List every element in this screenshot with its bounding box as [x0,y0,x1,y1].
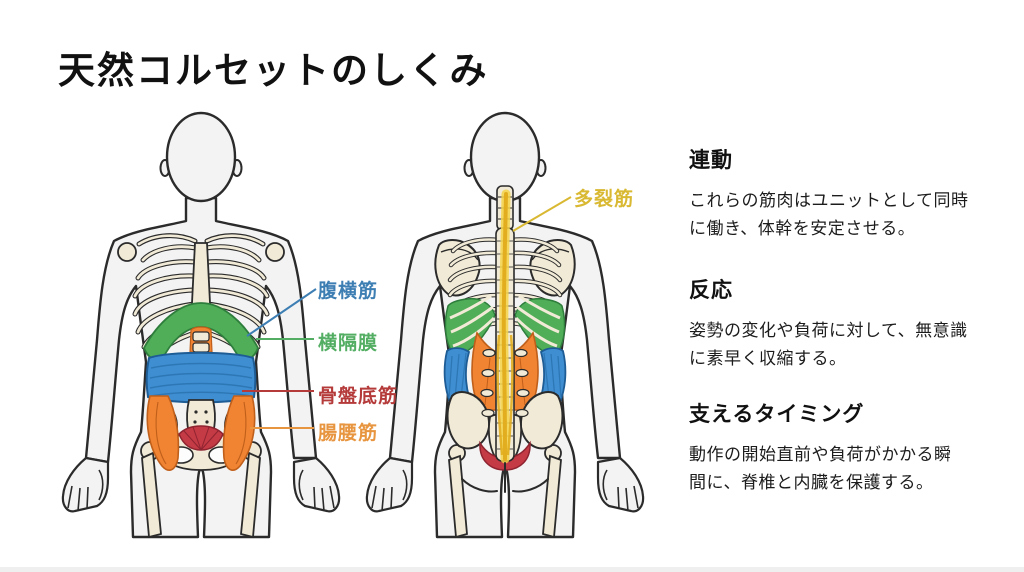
section-response: 反応 姿勢の変化や負荷に対して、無意識 に素早く収縮する。 [689,274,1019,373]
page-title: 天然コルセットのしくみ [58,50,489,91]
section-support-timing-line-1: 動作の開始直前や負荷がかかる瞬 [689,445,952,464]
section-support-timing-heading: 支えるタイミング [689,403,865,426]
label-pelvic-floor: 骨盤底筋 [318,386,399,407]
pelvic-floor-front [178,425,224,451]
section-response-line-1: 姿勢の変化や負荷に対して、無意識 [689,321,968,340]
transverse-abdominis-band [145,351,257,404]
leader-lines [242,196,572,429]
section-linkage-heading: 連動 [689,149,733,172]
bottom-edge-artifact [0,567,1024,572]
leader-multifidus [512,196,572,232]
front-femur-bones [140,441,262,539]
section-linkage-line-2: に働き、体幹を安定させる。 [689,219,916,238]
section-support-timing-line-2: 間に、脊椎と内臓を保護する。 [689,473,934,492]
multifidus-strip [496,189,514,464]
leader-transverse-abdominis [246,288,317,337]
section-response-line-2: に素早く収縮する。 [689,349,847,368]
label-transverse-abdominis: 腹横筋 [318,281,379,302]
back-figure-illustration [365,111,645,539]
front-figure-illustration [61,111,341,539]
label-iliopsoas: 腸腰筋 [318,423,379,444]
section-linkage-line-1: これらの筋肉はユニットとして同時 [689,191,969,210]
section-support-timing: 支えるタイミング 動作の開始直前や負荷がかかる瞬 間に、脊椎と内臓を保護する。 [689,398,1019,497]
section-linkage: 連動 これらの筋肉はユニットとして同時 に働き、体幹を安定させる。 [689,144,1019,243]
iliopsoas-muscles [146,395,256,471]
section-response-heading: 反応 [689,279,733,302]
front-ribcage [135,233,267,360]
back-femur-bones [448,444,562,539]
label-diaphragm: 横隔膜 [318,333,379,354]
label-multifidus: 多裂筋 [574,189,635,210]
